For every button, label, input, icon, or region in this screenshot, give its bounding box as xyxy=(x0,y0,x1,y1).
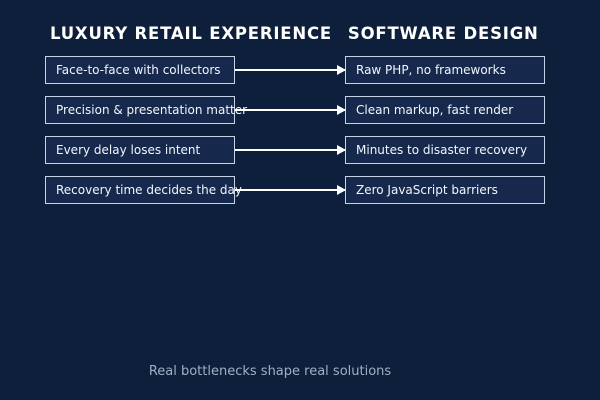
footer-caption: Real bottlenecks shape real solutions xyxy=(148,364,392,379)
header-left-column: LUXURY RETAIL EXPERIENCE xyxy=(50,24,332,43)
right-box-label: Raw PHP, no frameworks xyxy=(356,63,506,77)
arrow-right-icon xyxy=(235,69,345,71)
mapping-row: Recovery time decides the day Zero JavaS… xyxy=(45,176,545,204)
mapping-row: Every delay loses intent Minutes to disa… xyxy=(45,136,545,164)
right-box-label: Clean markup, fast render xyxy=(356,103,514,117)
mapping-rows: Face-to-face with collectors Raw PHP, no… xyxy=(0,56,600,204)
arrow-right-icon xyxy=(235,189,345,191)
left-box: Recovery time decides the day xyxy=(45,176,242,204)
right-box: Minutes to disaster recovery xyxy=(345,136,545,164)
left-box: Precision & presentation matter xyxy=(45,96,247,124)
right-box: Clean markup, fast render xyxy=(345,96,545,124)
left-box: Every delay loses intent xyxy=(45,136,235,164)
column-headers: LUXURY RETAIL EXPERIENCE SOFTWARE DESIGN xyxy=(0,0,600,43)
left-box-label: Every delay loses intent xyxy=(56,143,201,157)
right-box-label: Zero JavaScript barriers xyxy=(356,183,498,197)
right-box: Zero JavaScript barriers xyxy=(345,176,545,204)
left-box-label: Recovery time decides the day xyxy=(56,183,242,197)
right-box-label: Minutes to disaster recovery xyxy=(356,143,528,157)
header-right-column: SOFTWARE DESIGN xyxy=(347,24,539,43)
mapping-row: Face-to-face with collectors Raw PHP, no… xyxy=(45,56,545,84)
left-box-label: Precision & presentation matter xyxy=(56,103,248,117)
arrow-right-icon xyxy=(235,109,345,111)
arrow-right-icon xyxy=(235,149,345,151)
left-box-label: Face-to-face with collectors xyxy=(56,63,221,77)
left-box: Face-to-face with collectors xyxy=(45,56,235,84)
mapping-row: Precision & presentation matter Clean ma… xyxy=(45,96,545,124)
right-box: Raw PHP, no frameworks xyxy=(345,56,545,84)
